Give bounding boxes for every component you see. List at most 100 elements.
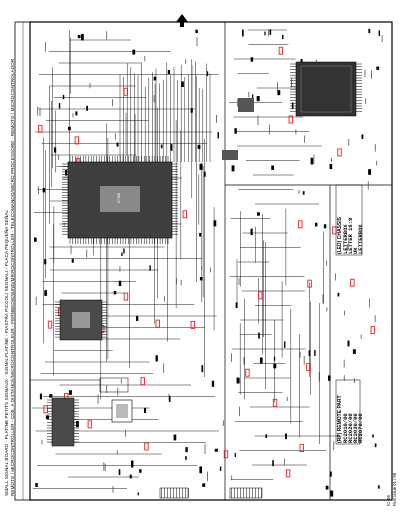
net-label-mark bbox=[369, 298, 370, 308]
net-label-mark bbox=[354, 378, 355, 384]
net-label-mark bbox=[104, 463, 106, 472]
net-label-mark bbox=[347, 244, 348, 251]
component-mark bbox=[53, 147, 57, 153]
highlight-box bbox=[298, 220, 303, 229]
component-mark bbox=[86, 105, 89, 111]
remote-table-row: RC2030/00 bbox=[352, 413, 359, 443]
component-mark bbox=[377, 485, 380, 489]
component-mark bbox=[372, 434, 374, 438]
component-mark bbox=[199, 466, 203, 474]
net-label-mark bbox=[374, 315, 376, 323]
component-mark bbox=[118, 469, 121, 476]
highlight-box bbox=[182, 210, 188, 219]
net-label-mark bbox=[333, 441, 335, 451]
net-label-mark bbox=[313, 154, 315, 165]
component-mark bbox=[256, 96, 260, 102]
highlight-box bbox=[144, 442, 149, 451]
microcontroller-pins bbox=[62, 156, 178, 244]
component-mark bbox=[378, 30, 381, 36]
net-label-mark bbox=[185, 59, 187, 64]
memory-chip-pins bbox=[55, 301, 107, 338]
net-label-mark bbox=[326, 307, 328, 312]
component-mark bbox=[130, 460, 134, 468]
component-mark bbox=[58, 103, 61, 109]
component-mark bbox=[195, 29, 198, 34]
component-mark bbox=[217, 131, 219, 139]
component-mark bbox=[291, 102, 294, 109]
ir-receiver-core bbox=[116, 404, 128, 418]
component-mark bbox=[236, 377, 240, 384]
highlight-box bbox=[306, 363, 311, 372]
highlight-box bbox=[299, 444, 304, 453]
display-driver-chip bbox=[290, 61, 362, 117]
component-mark bbox=[34, 237, 37, 242]
highlight-box bbox=[140, 377, 145, 386]
component-mark bbox=[68, 126, 71, 131]
component-mark bbox=[328, 375, 331, 381]
net-label-mark bbox=[291, 78, 292, 88]
net-label-mark bbox=[97, 394, 99, 405]
net-label-mark bbox=[365, 98, 367, 104]
component-mark bbox=[250, 228, 253, 236]
highlight-box bbox=[43, 405, 48, 414]
component-mark bbox=[190, 108, 193, 113]
component-mark bbox=[273, 363, 277, 369]
crystal-oscillator bbox=[222, 150, 238, 160]
led-table-row: LETTERBOX bbox=[342, 224, 349, 254]
board-title-line-2: REMOTE / MICROCONTROLLER - CDE. A DISTAN… bbox=[10, 58, 15, 496]
component-mark bbox=[361, 134, 364, 139]
component-mark bbox=[235, 302, 238, 308]
component-mark bbox=[352, 349, 356, 354]
component-mark bbox=[374, 443, 377, 448]
component-mark bbox=[199, 232, 202, 237]
component-mark bbox=[272, 460, 274, 467]
net-label-mark bbox=[344, 310, 345, 316]
net-label-mark bbox=[103, 462, 105, 471]
component-mark bbox=[139, 469, 142, 473]
component-mark bbox=[197, 144, 201, 149]
component-mark bbox=[329, 163, 333, 170]
edge-connector bbox=[159, 487, 189, 499]
net-labels bbox=[34, 28, 383, 497]
net-label-mark bbox=[318, 371, 320, 382]
net-label-mark bbox=[57, 154, 59, 160]
component-mark bbox=[368, 169, 372, 175]
highlight-box bbox=[190, 320, 195, 329]
component-mark bbox=[149, 265, 151, 271]
component-mark bbox=[113, 290, 117, 295]
component-mark bbox=[199, 277, 203, 281]
component-mark bbox=[234, 452, 236, 458]
net-label-mark bbox=[216, 114, 217, 123]
issue-date: First issue 01 / 99 bbox=[392, 472, 397, 506]
net-label-mark bbox=[144, 56, 146, 62]
orientation-arrow-stem bbox=[180, 22, 184, 27]
component-mark bbox=[199, 163, 203, 170]
net-label-mark bbox=[343, 359, 345, 368]
component-mark bbox=[302, 191, 305, 195]
net-label-mark bbox=[89, 83, 91, 89]
highlight-box bbox=[74, 136, 80, 145]
highlight-box bbox=[285, 469, 291, 478]
microcontroller-label: IC7000 bbox=[117, 193, 121, 204]
component-mark bbox=[347, 340, 350, 347]
component-mark bbox=[35, 482, 38, 487]
component-mark bbox=[160, 144, 163, 149]
highlight-box bbox=[245, 368, 250, 377]
component-mark bbox=[273, 356, 276, 361]
component-mark bbox=[118, 280, 122, 286]
component-mark bbox=[44, 259, 47, 265]
highlight-box bbox=[87, 420, 93, 429]
component-mark bbox=[308, 350, 311, 357]
net-label-mark bbox=[331, 157, 332, 162]
component-mark bbox=[329, 471, 332, 477]
component-mark bbox=[211, 380, 215, 387]
net-label-mark bbox=[112, 485, 114, 493]
led-table-row: LETTER 16:9 bbox=[347, 218, 354, 254]
highlight-box bbox=[37, 124, 43, 133]
net-label-mark bbox=[322, 294, 324, 304]
net-label-mark bbox=[238, 277, 240, 286]
component-mark bbox=[219, 466, 222, 471]
connector-chip-pins bbox=[47, 399, 79, 443]
bottom-connectors bbox=[159, 487, 263, 499]
net-label-mark bbox=[257, 115, 259, 126]
